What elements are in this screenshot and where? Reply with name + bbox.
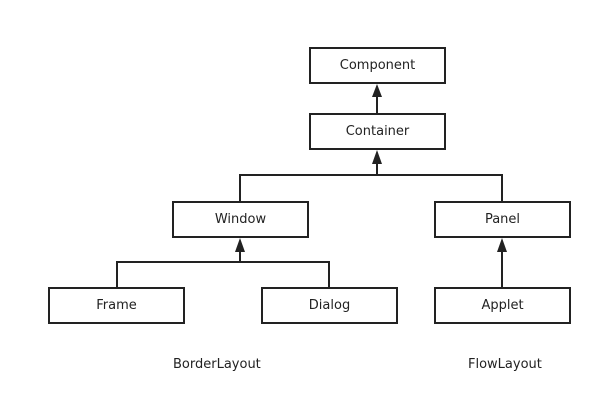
- node-component-label: Component: [339, 58, 416, 73]
- caption-border-layout: BorderLayout: [173, 357, 261, 372]
- edge-dialog-window: [240, 261, 330, 288]
- node-panel-label: Panel: [484, 212, 521, 227]
- node-frame-label: Frame: [96, 298, 137, 313]
- node-dialog: Dialog: [261, 287, 398, 324]
- node-applet: Applet: [434, 287, 571, 324]
- edge-window-container: [239, 164, 378, 202]
- node-panel: Panel: [434, 201, 571, 238]
- arrowhead-panel: [497, 238, 507, 252]
- node-container: Container: [309, 113, 446, 150]
- node-window: Window: [172, 201, 309, 238]
- node-applet-label: Applet: [481, 298, 524, 313]
- node-container-label: Container: [345, 124, 410, 139]
- edge-frame-window: [116, 252, 241, 288]
- node-window-label: Window: [214, 212, 267, 227]
- edge-panel-container: [377, 174, 503, 202]
- node-frame: Frame: [48, 287, 185, 324]
- node-dialog-label: Dialog: [308, 298, 351, 313]
- node-component: Component: [309, 47, 446, 84]
- caption-flow-layout: FlowLayout: [468, 357, 542, 372]
- arrowhead-container: [372, 150, 382, 164]
- arrowhead-component: [372, 84, 382, 97]
- arrowhead-window: [235, 238, 245, 252]
